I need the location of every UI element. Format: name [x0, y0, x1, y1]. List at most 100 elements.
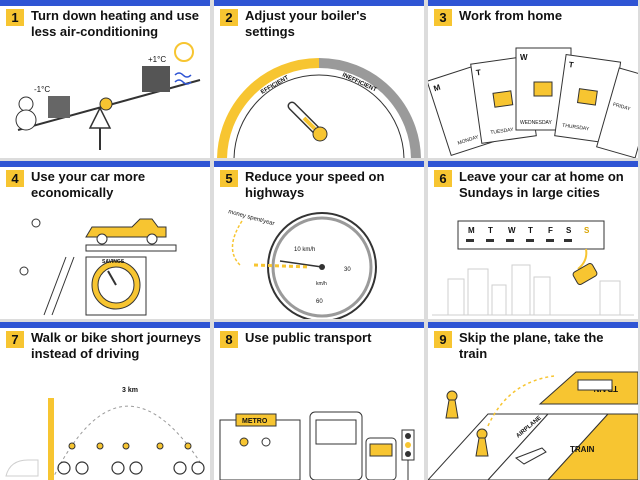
tile-walk-bike: 7 Walk or bike short journeys instead of…	[0, 322, 210, 480]
tile-heating: 1 Turn down heating and use less air-con…	[0, 0, 210, 158]
svg-text:S: S	[584, 226, 590, 235]
svg-text:W: W	[508, 226, 516, 235]
board-game-illustration: TRAIN AIRPLANE TRAIN	[428, 371, 638, 480]
public-transport-illustration: METRO	[219, 411, 415, 480]
tile-number: 1	[6, 9, 24, 26]
calendar-city-illustration: M T W T F S S	[432, 220, 634, 316]
tile-title: Leave your car at home on Sundays in lar…	[459, 169, 624, 200]
svg-text:WEDNESDAY: WEDNESDAY	[520, 120, 553, 126]
metro-station-icon: METRO	[219, 413, 301, 480]
tile-title: Reduce your speed on highways	[245, 169, 385, 200]
walk-bike-illustration: 3 km	[5, 387, 205, 480]
person-icon	[239, 437, 249, 447]
tile-number: 5	[220, 170, 238, 187]
train-icon	[577, 379, 613, 391]
tile-header-bar	[428, 0, 638, 6]
bus-icon	[309, 411, 363, 480]
person-icon	[261, 437, 271, 447]
svg-text:METRO: METRO	[242, 418, 268, 425]
person-icon	[156, 442, 164, 450]
svg-text:30: 30	[344, 267, 351, 273]
tile-boiler: 2 Adjust your boiler's settings EFFICIEN…	[214, 0, 424, 158]
tile-title: Adjust your boiler's settings	[245, 8, 367, 39]
card-friday: FRIDAY	[596, 67, 638, 158]
radiator-icon	[48, 96, 70, 118]
tile-header-bar	[0, 322, 210, 328]
svg-text:FRIDAY: FRIDAY	[612, 102, 632, 113]
airplane-icon	[514, 447, 547, 465]
svg-text:10 km/h: 10 km/h	[294, 247, 315, 253]
person-icon	[19, 266, 29, 276]
tile-header-bar	[214, 322, 424, 328]
tile-train-instead-plane: 9 Skip the plane, take the train TRAIN A…	[428, 322, 638, 480]
car-key-icon	[572, 263, 598, 285]
speedometer-illustration: money spent/year 10 km/h 30 60 km/h	[227, 209, 377, 319]
person-icon	[68, 442, 76, 450]
car-icon	[85, 218, 167, 238]
weekday-calendar	[457, 220, 605, 250]
bicycle-icon	[111, 461, 125, 475]
svg-text:T: T	[568, 60, 574, 70]
snowman-icon	[18, 96, 34, 112]
boiler-gauge-illustration: EFFICIENT INEFFICIENT	[217, 58, 421, 158]
svg-text:TRAIN: TRAIN	[570, 445, 595, 454]
svg-text:3 km: 3 km	[122, 387, 138, 394]
tile-title: Use public transport	[245, 330, 372, 345]
house-icon	[576, 88, 598, 106]
house-icon	[492, 90, 514, 108]
svg-text:TUESDAY: TUESDAY	[490, 127, 515, 136]
person-icon	[31, 218, 41, 228]
scale-illustration: SAVINGS	[19, 218, 177, 316]
tile-number: 7	[6, 331, 24, 348]
svg-text:60: 60	[316, 299, 323, 305]
tile-title: Walk or bike short journeys instead of d…	[31, 330, 202, 361]
svg-text:M: M	[432, 83, 441, 94]
tile-header-bar	[428, 161, 638, 167]
svg-text:T: T	[488, 226, 493, 235]
tile-number: 3	[434, 9, 452, 26]
weekday-cards-illustration: M MONDAY T TUESDAY W WEDNESDAY T THURSDA…	[428, 47, 638, 158]
tile-number: 6	[434, 170, 452, 187]
seesaw-illustration: -1°C +1°C	[15, 42, 201, 150]
tile-header-bar	[0, 161, 210, 167]
tile-number: 4	[6, 170, 24, 187]
tile-header-bar	[0, 0, 210, 6]
tile-car-economy: 4 Use your car more economically SAVINGS	[0, 161, 210, 319]
house-icon	[533, 81, 553, 97]
svg-text:km/h: km/h	[316, 281, 327, 287]
tile-title: Work from home	[459, 8, 563, 23]
svg-text:SAVINGS: SAVINGS	[102, 259, 125, 265]
tile-title: Use your car more economically	[31, 169, 146, 200]
tile-header-bar	[214, 0, 424, 6]
person-icon	[122, 442, 130, 450]
svg-text:T: T	[528, 226, 533, 235]
svg-text:THURSDAY: THURSDAY	[562, 123, 590, 133]
person-icon	[184, 442, 192, 450]
tile-title: Skip the plane, take the train	[459, 330, 604, 361]
tile-speed: 5 Reduce your speed on highways money sp…	[214, 161, 424, 319]
svg-text:M: M	[468, 226, 475, 235]
tile-number: 2	[220, 9, 238, 26]
tile-number: 8	[220, 331, 238, 348]
svg-text:+1°C: +1°C	[148, 55, 166, 64]
tile-public-transport: 8 Use public transport METRO	[214, 322, 424, 480]
train-square	[547, 413, 638, 480]
svg-text:T: T	[475, 68, 481, 78]
tile-header-bar	[428, 322, 638, 328]
sun-icon	[174, 42, 194, 62]
tile-work-from-home: 3 Work from home M MONDAY T TUESDAY W WE…	[428, 0, 638, 158]
ac-unit-icon	[142, 66, 170, 92]
svg-text:-1°C: -1°C	[34, 85, 50, 94]
person-icon	[96, 442, 104, 450]
svg-text:money spent/year: money spent/year	[227, 209, 275, 227]
tile-header-bar	[214, 161, 424, 167]
car-icon	[5, 459, 39, 477]
traffic-light-icon	[401, 429, 415, 480]
bicycle-icon	[173, 461, 187, 475]
svg-text:F: F	[548, 226, 553, 235]
tile-number: 9	[434, 331, 452, 348]
thermometer-icon	[287, 101, 328, 142]
svg-text:W: W	[520, 53, 528, 62]
tile-title: Turn down heating and use less air-condi…	[31, 8, 200, 39]
